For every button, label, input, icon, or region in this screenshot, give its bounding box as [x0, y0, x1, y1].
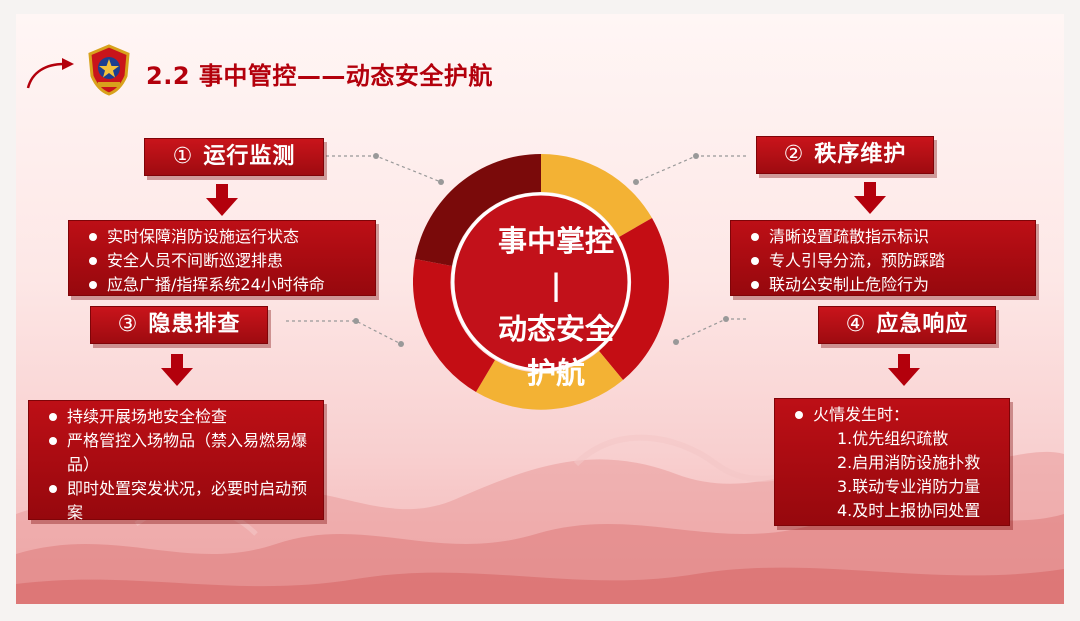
center-line-2: |: [550, 268, 562, 302]
section-3-label: 隐患排查: [148, 312, 241, 337]
list-item: 专人引导分流，预防踩踏: [747, 249, 1023, 273]
section-1-number: ①: [172, 144, 194, 169]
step-item: 3.联动专业消防力量: [837, 477, 981, 496]
list-item: 清晰设置疏散指示标识: [747, 225, 1023, 249]
section-4-label: 应急响应: [876, 312, 969, 337]
down-arrow-icon: [888, 354, 920, 386]
police-emblem-icon: [88, 44, 130, 96]
section-2-number: ②: [783, 142, 805, 167]
list-item: 火情发生时：: [791, 403, 997, 427]
center-text: 事中掌控 | 动态安全 护航: [446, 219, 666, 395]
section-2-list: 清晰设置疏散指示标识 专人引导分流，预防踩踏 联动公安制止危险行为: [747, 225, 1023, 297]
section-3-number: ③: [117, 312, 139, 337]
center-line-1: 事中掌控: [497, 224, 614, 258]
step-item: 4.及时上报协同处置: [837, 501, 981, 520]
step-item: 1.优先组织疏散: [837, 429, 949, 448]
step-item: 2.启用消防设施扑救: [837, 453, 981, 472]
down-arrow-icon: [161, 354, 193, 386]
center-ring: [413, 154, 669, 410]
section-1-box: 实时保障消防设施运行状态 安全人员不间断巡逻排患 应急广播/指挥系统24小时待命: [68, 220, 376, 296]
ring-segment-gold-top: [541, 154, 652, 237]
section-2-tag: ② 秩序维护: [756, 136, 934, 174]
center-line-3: 动态安全: [497, 312, 614, 346]
list-item: 持续开展场地安全检查: [45, 405, 311, 429]
center-line-4: 护航: [526, 356, 585, 390]
section-3-box: 持续开展场地安全检查 严格管控入场物品（禁入易燃易爆品） 即时处置突发状况，必要…: [28, 400, 324, 522]
curved-arrow-icon: [26, 58, 74, 89]
slide: 2.2 事中管控——动态安全护航 事中掌控 | 动态安全 护航: [16, 14, 1064, 604]
list-item: 应急广播/指挥系统24小时待命: [85, 273, 363, 297]
down-arrow-icon: [854, 182, 886, 214]
section-4-number: ④: [845, 312, 867, 337]
ring-segment-dark-topleft: [415, 154, 541, 266]
list-item: 联动公安制止危险行为: [747, 273, 1023, 297]
section-4-box: 火情发生时： 1.优先组织疏散 2.启用消防设施扑救 3.联动专业消防力量 4.…: [774, 398, 1010, 526]
list-item: 即时处置突发状况，必要时启动预案: [45, 477, 311, 525]
list-item: 实时保障消防设施运行状态: [85, 225, 363, 249]
down-arrow-icon: [206, 184, 238, 216]
ring-segment-red-left: [413, 259, 495, 392]
list-item: 严格管控入场物品（禁入易燃易爆品）: [45, 429, 311, 477]
section-2-box: 清晰设置疏散指示标识 专人引导分流，预防踩踏 联动公安制止危险行为: [730, 220, 1036, 296]
section-1-list: 实时保障消防设施运行状态 安全人员不间断巡逻排患 应急广播/指挥系统24小时待命: [85, 225, 363, 297]
list-item: 安全人员不间断巡逻排患: [85, 249, 363, 273]
section-1-label: 运行监测: [203, 144, 296, 169]
ring-segment-red-right: [599, 218, 669, 380]
connector-lines: [286, 153, 746, 347]
ring-segment-gold-bottom: [476, 351, 623, 410]
section-4-list: 火情发生时：: [791, 403, 997, 427]
title-row: 2.2 事中管控——动态安全护航: [16, 44, 616, 104]
page-title: 2.2 事中管控——动态安全护航: [146, 62, 493, 90]
section-2-label: 秩序维护: [814, 142, 907, 167]
section-3-tag: ③ 隐患排查: [90, 306, 268, 344]
section-4-tag: ④ 应急响应: [818, 306, 996, 344]
section-1-tag: ① 运行监测: [144, 138, 324, 176]
section-3-list: 持续开展场地安全检查 严格管控入场物品（禁入易燃易爆品） 即时处置突发状况，必要…: [45, 405, 311, 525]
